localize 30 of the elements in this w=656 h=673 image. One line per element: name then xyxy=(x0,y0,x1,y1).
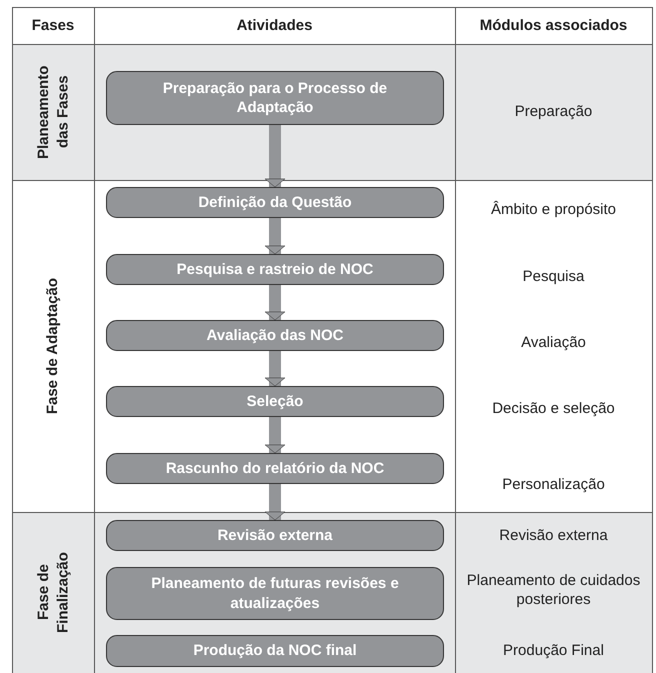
module-label: Personalização xyxy=(502,475,605,495)
column-header: Fases xyxy=(32,16,74,36)
activity-box: Preparação para o Processo de Adaptação xyxy=(106,71,444,125)
module-label: Preparação xyxy=(514,102,592,122)
activity-box: Planeamento de futuras revisões e atualizações xyxy=(106,567,444,620)
phase-label: Fase de Adaptação xyxy=(43,278,62,414)
activity-box: Produção da NOC final xyxy=(106,635,444,667)
module-label: Planeamento de cuidados posteriores xyxy=(466,570,642,610)
module-label: Revisão externa xyxy=(499,526,608,546)
block-arrow xyxy=(264,125,286,188)
activity-box: Avaliação das NOC xyxy=(106,320,444,351)
phase-label: Planeamento das Fases xyxy=(34,64,72,161)
block-arrow xyxy=(264,417,286,454)
block-arrow xyxy=(264,484,286,520)
activity-box: Seleção xyxy=(106,386,444,417)
activity-box: Definição da Questão xyxy=(106,187,444,218)
module-label: Pesquisa xyxy=(522,267,584,287)
activity-box: Revisão externa xyxy=(106,520,444,551)
module-label: Avaliação xyxy=(521,333,586,353)
activity-box: Pesquisa e rastreio de NOC xyxy=(106,254,444,285)
column-header: Atividades xyxy=(236,16,312,36)
module-label: Âmbito e propósito xyxy=(490,200,616,220)
block-arrow xyxy=(264,285,286,320)
phase-label: Fase de Finalização xyxy=(34,551,72,635)
block-arrow xyxy=(264,218,286,254)
module-label: Decisão e seleção xyxy=(492,399,615,419)
module-label: Produção Final xyxy=(503,641,604,661)
block-arrow xyxy=(264,351,286,386)
column-header: Módulos associados xyxy=(480,16,628,36)
activity-box: Rascunho do relatório da NOC xyxy=(106,453,444,484)
